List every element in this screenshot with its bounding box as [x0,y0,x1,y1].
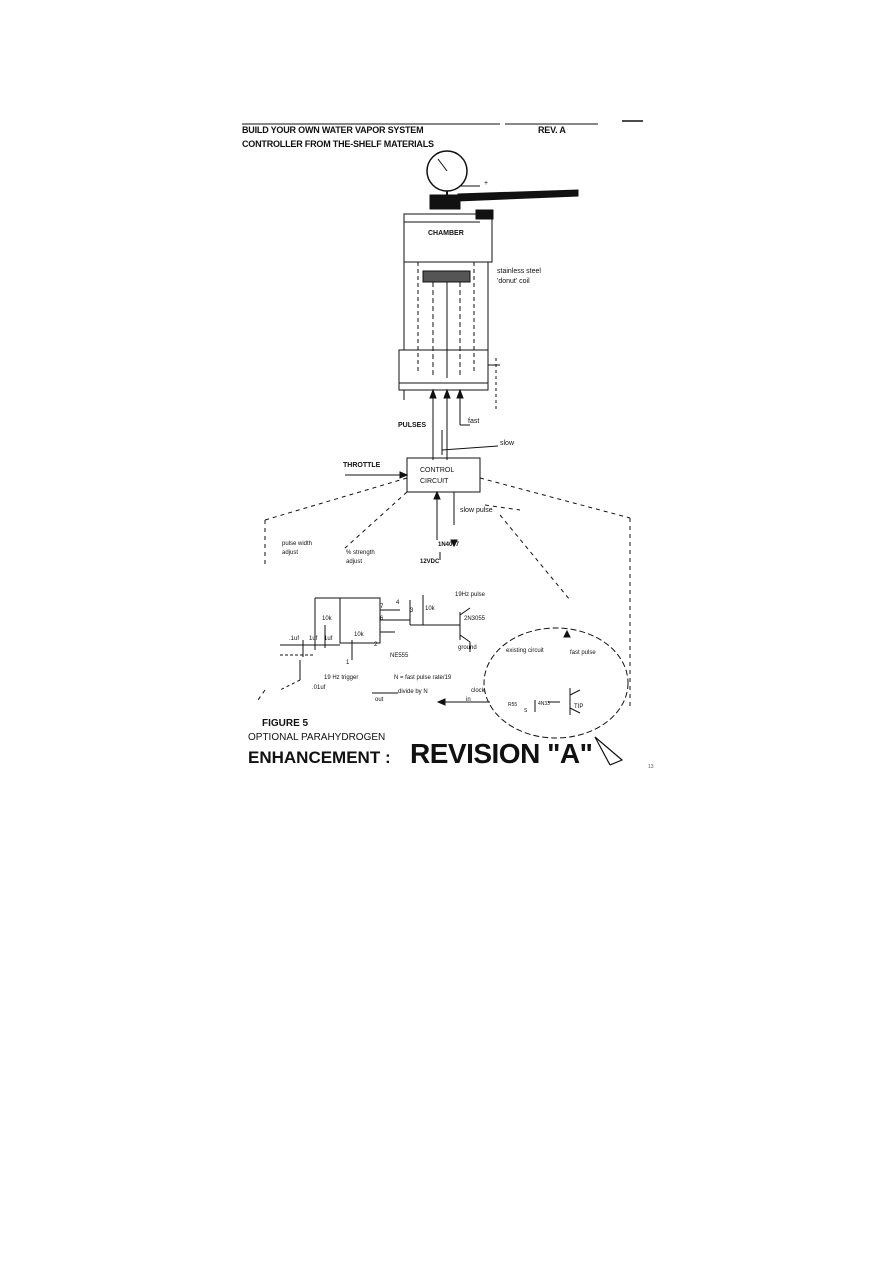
strength-label-2: adjust [346,559,363,565]
hz-pulse-label: 19Hz pulse [455,592,486,598]
gauge-needle [437,158,448,172]
in-label: in [466,697,471,703]
header-title-line2: CONTROLLER FROM THE-SHELF MATERIALS [242,139,434,149]
throttle-label: THROTTLE [343,462,381,469]
chamber-base [398,349,489,391]
existing-circuit-ellipse [483,627,629,739]
cap-01uf: .01uf [312,685,326,691]
divide-note: N = fast pulse rate/19 [394,675,452,681]
chamber-label: CHAMBER [428,230,464,237]
fast-pulse-label: fast pulse [570,650,596,656]
clock-label: clock [471,688,485,694]
header-revision: REV. A [538,125,566,135]
slow-pulse-label: slow pulse [460,507,493,514]
ne555-label: NE555 [390,653,409,659]
trigger-label: 19 Hz trigger [324,675,359,681]
pulses-label: PULSES [398,422,427,429]
control-label-2: CIRCUIT [420,478,449,485]
r10k-a: 10k [322,616,332,622]
divide-by-label: divide by N [398,689,428,695]
r10k-b: 10k [354,632,364,638]
control-box [406,457,481,493]
pin-1: 1 [346,660,350,666]
resistor-label: R55 [508,702,518,708]
transistor-label: 2N3055 [464,616,486,622]
supply-label: 12VDC [420,559,440,565]
strength-label-1: % strength [346,550,375,556]
cap-1uf-b: 1uf [309,636,318,642]
corner-mark: 13 [648,764,654,770]
pin-3: 3 [410,608,414,614]
pin-6: 6 [380,616,384,622]
pipe-fitting [429,194,461,210]
fast-label: fast [468,418,480,425]
pulse-width-label-2: adjust [282,550,299,556]
outlet-pipe [457,189,579,202]
enhancement-label: ENHANCEMENT : [248,748,391,767]
pin-7: 7 [380,604,384,610]
figure-label: FIGURE 5 [262,718,309,729]
r10k-c: 10k [425,606,435,612]
optional-label: OPTIONAL PARAHYDROGEN [248,732,386,743]
tip-label: TIP [574,704,584,710]
resistor-s-label: S [524,708,528,714]
pin-4: 4 [396,600,400,606]
cap-1uf-c: 1uf [324,636,333,642]
diode-label: 1N4007 [438,542,460,548]
coil [422,270,471,283]
revision-big-label: REVISION "A" [410,738,593,769]
plus-label: + [484,180,489,187]
slow-label: slow [500,440,515,447]
chamber-top [403,213,493,263]
out-label: out [375,697,384,703]
ic-label: 4N33 [538,701,550,707]
coil-label-2: 'donut' coil [497,278,530,285]
control-label-1: CONTROL [420,467,455,474]
pin-2: 2 [374,642,378,648]
ground-label: ground [458,645,477,651]
existing-circuit-label: existing circuit [506,648,544,654]
coil-label-1: stainless steel [497,268,541,275]
pulse-width-label-1: pulse width [282,541,313,547]
cap-1uf-a: .1uf [289,636,300,642]
header-title-line1: BUILD YOUR OWN WATER VAPOR SYSTEM [242,125,424,135]
